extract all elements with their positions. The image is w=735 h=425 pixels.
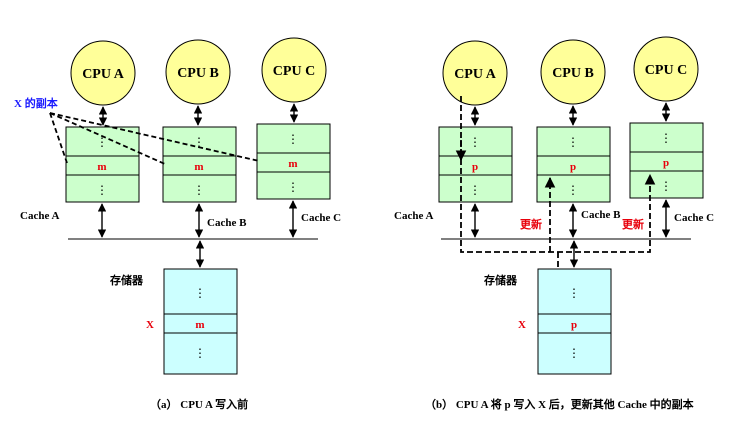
cache-b-block: ⋮ m ⋮ [162, 126, 237, 203]
cpu-a-label: CPU A [82, 67, 125, 82]
caption-a: （a） CPU A 写入前 [150, 397, 248, 411]
copy-pointers [49, 112, 260, 165]
cache-b-top-ellipsis-b: ⋮ [567, 135, 579, 149]
caption-b: （b） CPU A 将 p 写入 X 后，更新其他 Cache 中的副本 [425, 397, 694, 411]
cache-b-label: Cache B [207, 217, 247, 229]
memory-label-b: 存储器 [484, 273, 518, 287]
update-label-b: 更新 [520, 217, 542, 231]
cache-a-label: Cache A [20, 210, 59, 222]
cpu-b-node: CPU B [165, 39, 231, 105]
panel-b: CPU A CPU B CPU C ⋮ p ⋮ ⋮ p [394, 36, 714, 411]
memory-value-b: p [571, 319, 577, 331]
cache-c-value-b: p [663, 157, 669, 169]
memory-top-ellipsis-b: ⋮ [568, 286, 580, 300]
copy-label: X 的副本 [14, 96, 58, 110]
cpu-b-label-b: CPU B [552, 66, 594, 81]
memory-var-label: X [146, 319, 154, 331]
cache-c-bottom-ellipsis-b: ⋮ [660, 179, 672, 193]
cache-a-top-ellipsis: ⋮ [96, 135, 108, 149]
cache-c-value: m [288, 158, 297, 170]
cache-c-top-ellipsis: ⋮ [287, 132, 299, 146]
memory-var-label-b: X [518, 319, 526, 331]
cache-a-block: ⋮ m ⋮ [65, 126, 140, 203]
cache-c-bottom-ellipsis: ⋮ [287, 180, 299, 194]
cpu-c-node: CPU C [261, 37, 327, 103]
cache-c-block: ⋮ m ⋮ [256, 123, 331, 200]
cache-a-block-b: ⋮ p ⋮ [438, 126, 513, 203]
update-label-c: 更新 [622, 217, 644, 231]
cache-a-value-b: p [472, 161, 478, 173]
cache-a-bottom-ellipsis: ⋮ [96, 183, 108, 197]
panel-a: CPU A CPU B CPU C ⋮ m ⋮ ⋮ m [14, 37, 341, 411]
cpu-a-label-b: CPU A [454, 67, 497, 82]
memory-label: 存储器 [110, 273, 144, 287]
cache-c-block-b: ⋮ p ⋮ [629, 122, 704, 199]
cpu-c-label: CPU C [273, 64, 315, 79]
memory-bottom-ellipsis-b: ⋮ [568, 346, 580, 360]
cache-c-top-ellipsis-b: ⋮ [660, 131, 672, 145]
memory-block: ⋮ m ⋮ [163, 268, 238, 375]
memory-top-ellipsis: ⋮ [194, 286, 206, 300]
cache-b-top-ellipsis: ⋮ [193, 135, 205, 149]
cache-a-value: m [97, 161, 106, 173]
cache-c-label-b: Cache C [674, 212, 714, 224]
memory-block-b: ⋮ p ⋮ [537, 268, 612, 375]
cache-a-bottom-ellipsis-b: ⋮ [469, 183, 481, 197]
cpu-b-node-b: CPU B [540, 39, 606, 105]
cpu-c-node-b: CPU C [633, 36, 699, 102]
cache-b-bottom-ellipsis: ⋮ [193, 183, 205, 197]
cache-b-value: m [194, 161, 203, 173]
cache-c-label: Cache C [301, 212, 341, 224]
memory-value: m [195, 319, 204, 331]
cache-a-label-b: Cache A [394, 210, 433, 222]
memory-bottom-ellipsis: ⋮ [194, 346, 206, 360]
cache-b-block-b: ⋮ p ⋮ [536, 126, 611, 203]
cpu-b-label: CPU B [177, 66, 219, 81]
cache-a-top-ellipsis-b: ⋮ [469, 135, 481, 149]
cpu-a-node-b: CPU A [442, 40, 508, 106]
cache-b-value-b: p [570, 161, 576, 173]
cache-b-bottom-ellipsis-b: ⋮ [567, 183, 579, 197]
cpu-a-node: CPU A [70, 40, 136, 106]
cache-b-label-b: Cache B [581, 209, 621, 221]
cpu-c-label-b: CPU C [645, 63, 687, 78]
